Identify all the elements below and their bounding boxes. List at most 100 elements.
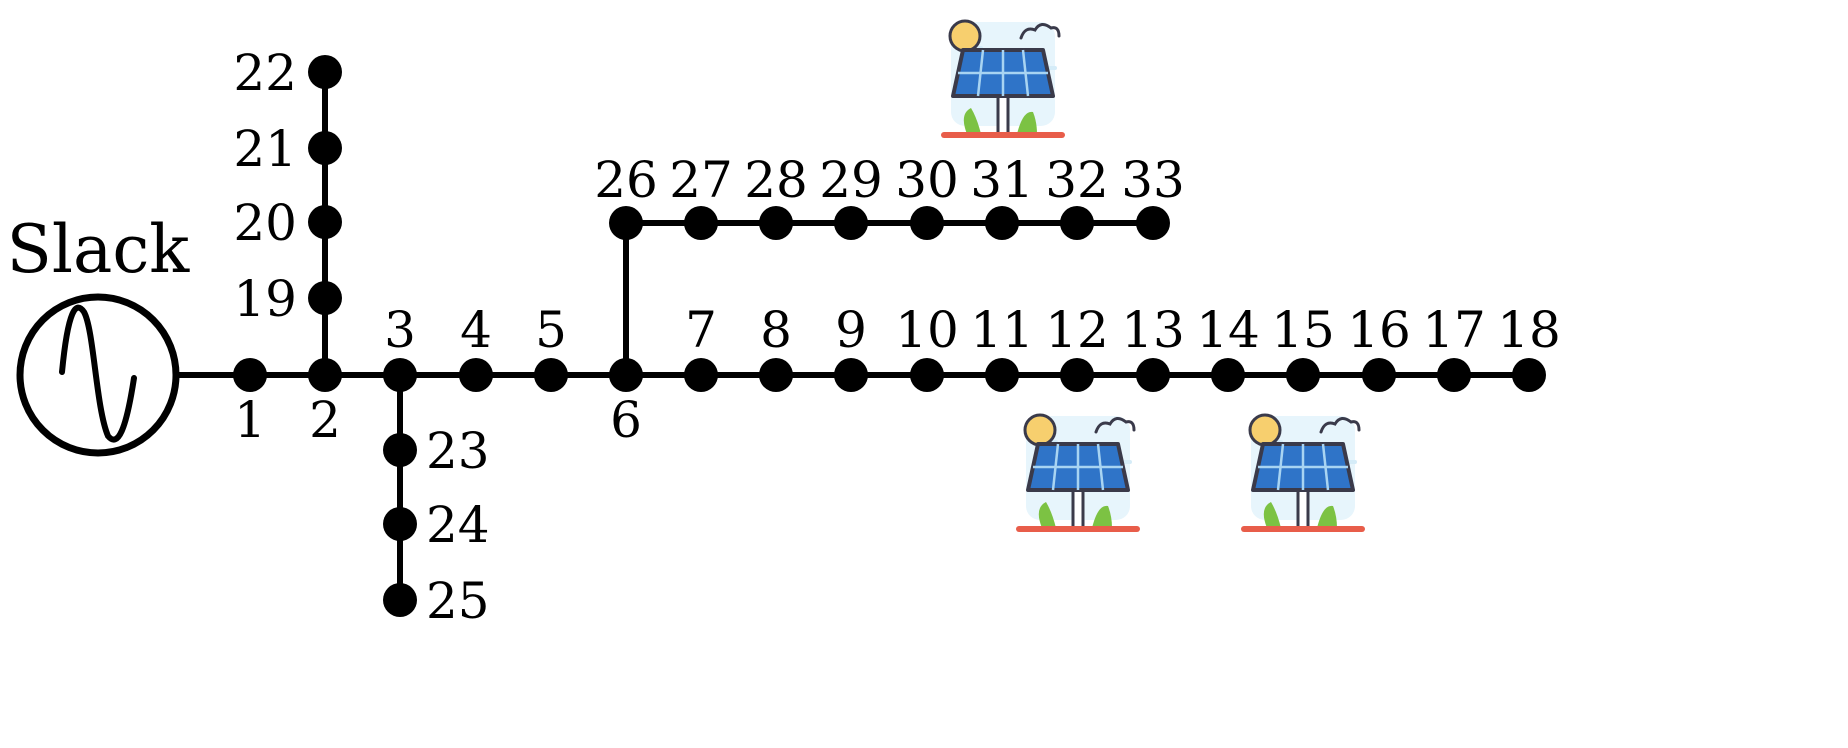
bus-label-6: 6 (610, 391, 642, 449)
bus-node-10 (910, 358, 944, 392)
bus-node-2 (308, 358, 342, 392)
bus-node-30 (910, 206, 944, 240)
bus-label-24: 24 (426, 496, 490, 554)
bus-19: 19 (233, 270, 342, 328)
bus-label-20: 20 (233, 194, 297, 252)
bus-label-8: 8 (760, 301, 792, 359)
bus-15: 15 (1271, 301, 1335, 392)
bus-26: 26 (594, 151, 658, 240)
bus-node-20 (308, 205, 342, 239)
bus-label-1: 1 (234, 391, 266, 449)
bus-label-5: 5 (535, 301, 567, 359)
bus-node-25 (383, 583, 417, 617)
bus-20: 20 (233, 194, 342, 252)
bus-label-3: 3 (384, 301, 416, 359)
bus-node-7 (684, 358, 718, 392)
bus-label-23: 23 (426, 422, 490, 480)
bus-node-13 (1136, 358, 1170, 392)
bus-node-31 (985, 206, 1019, 240)
bus-7: 7 (684, 301, 718, 392)
bus-10: 10 (895, 301, 959, 392)
bus-label-15: 15 (1271, 301, 1335, 359)
bus-node-33 (1136, 206, 1170, 240)
bus-4: 4 (459, 301, 493, 392)
bus-node-3 (383, 358, 417, 392)
bus-8: 8 (759, 301, 793, 392)
bus-21: 21 (233, 120, 342, 178)
bus-label-21: 21 (233, 120, 297, 178)
bus-14: 14 (1196, 301, 1260, 392)
bus-label-30: 30 (895, 151, 959, 209)
bus-node-16 (1362, 358, 1396, 392)
bus-label-27: 27 (669, 151, 733, 209)
bus-label-18: 18 (1497, 301, 1561, 359)
bus-node-28 (759, 206, 793, 240)
bus-node-9 (834, 358, 868, 392)
bus-29: 29 (819, 151, 883, 240)
bus-25: 25 (383, 572, 490, 630)
bus-node-24 (383, 507, 417, 541)
bus-node-29 (834, 206, 868, 240)
bus-label-29: 29 (819, 151, 883, 209)
bus-label-26: 26 (594, 151, 658, 209)
bus-node-11 (985, 358, 1019, 392)
solar-panel-icon (1014, 413, 1142, 534)
bus-22: 22 (233, 44, 342, 102)
bus-label-7: 7 (685, 301, 717, 359)
bus-label-13: 13 (1121, 301, 1185, 359)
bus-label-2: 2 (309, 391, 341, 449)
bus-label-12: 12 (1045, 301, 1109, 359)
bus-1: 1 (233, 358, 267, 449)
bus-label-11: 11 (970, 301, 1034, 359)
bus-label-22: 22 (233, 44, 297, 102)
bus-node-5 (534, 358, 568, 392)
slack-source: Slack (7, 211, 191, 457)
bus-31: 31 (970, 151, 1034, 240)
bus-9: 9 (834, 301, 868, 392)
bus-node-14 (1211, 358, 1245, 392)
bus-label-25: 25 (426, 572, 490, 630)
sine-wave-icon (59, 304, 137, 443)
bus-node-27 (684, 206, 718, 240)
bus-18: 18 (1497, 301, 1561, 392)
bus-24: 24 (383, 496, 490, 554)
bus-node-22 (308, 55, 342, 89)
bus-label-28: 28 (744, 151, 808, 209)
bus-32: 32 (1045, 151, 1109, 240)
bus-3: 3 (383, 301, 417, 392)
bus-node-32 (1060, 206, 1094, 240)
slack-label: Slack (7, 211, 191, 288)
bus-node-8 (759, 358, 793, 392)
bus-16: 16 (1347, 301, 1411, 392)
bus-node-1 (233, 358, 267, 392)
bus-node-17 (1437, 358, 1471, 392)
bus-node-19 (308, 281, 342, 315)
bus-17: 17 (1422, 301, 1486, 392)
bus-label-16: 16 (1347, 301, 1411, 359)
solar-panel-icon (1239, 413, 1367, 534)
bus-node-15 (1286, 358, 1320, 392)
solar-panel-icon (939, 19, 1067, 140)
bus-30: 30 (895, 151, 959, 240)
bus-label-10: 10 (895, 301, 959, 359)
bus-33: 33 (1121, 151, 1185, 240)
bus-label-19: 19 (233, 270, 297, 328)
bus-node-26 (609, 206, 643, 240)
pv-unit-1 (939, 19, 1067, 140)
bus-node-21 (308, 131, 342, 165)
bus-node-18 (1512, 358, 1546, 392)
bus-node-4 (459, 358, 493, 392)
bus-node-23 (383, 433, 417, 467)
pv-unit-3 (1239, 413, 1367, 534)
bus-13: 13 (1121, 301, 1185, 392)
bus-label-9: 9 (835, 301, 867, 359)
pv-unit-2 (1014, 413, 1142, 534)
bus-27: 27 (669, 151, 733, 240)
bus-node-6 (609, 358, 643, 392)
bus-23: 23 (383, 422, 490, 480)
bus-6: 6 (609, 358, 643, 449)
bus-28: 28 (744, 151, 808, 240)
bus-12: 12 (1045, 301, 1109, 392)
